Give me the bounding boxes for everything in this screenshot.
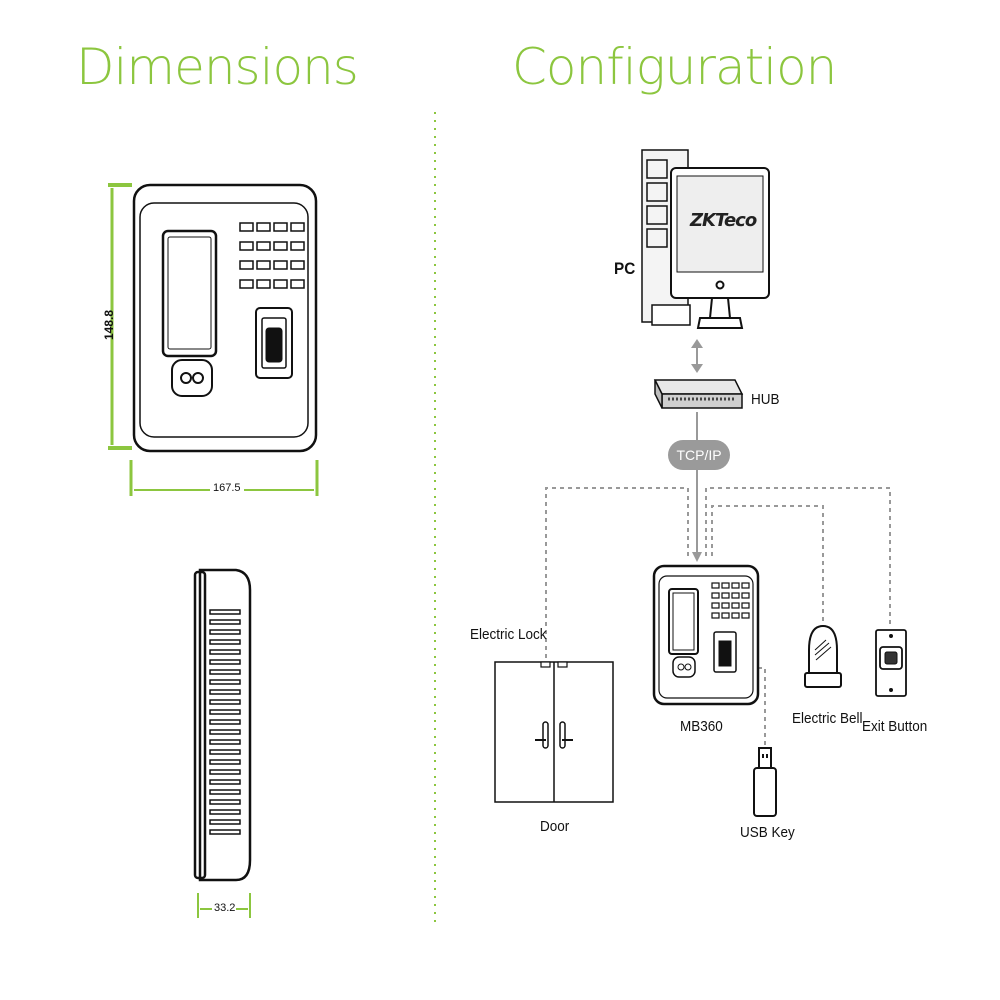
electric-bell-icon (804, 624, 842, 688)
hub-label: HUB (751, 391, 780, 408)
height-dimension-label: 148.8 (102, 309, 117, 341)
tcp-ip-badge (668, 440, 730, 470)
exit-button-label: Exit Button (862, 718, 928, 735)
electric-bell-label: Electric Bell (792, 710, 863, 727)
electric-lock-label: Electric Lock (470, 626, 547, 643)
configuration-title: Configuration (512, 38, 837, 96)
fingerprint-sensor (255, 307, 293, 379)
door-icon (494, 661, 614, 803)
device-front-view (132, 183, 318, 453)
mb360-label: MB360 (680, 718, 723, 735)
device-front-keypad (239, 222, 305, 289)
door-label: Door (540, 818, 570, 835)
height-dimension-line (108, 183, 132, 450)
dashed-connections (545, 487, 891, 750)
usb-key-icon (753, 747, 777, 817)
tcp-ip-label: TCP/IP (676, 447, 722, 463)
camera-icon (171, 359, 213, 397)
usb-key-label: USB Key (740, 824, 795, 841)
width-dimension-label: 167.5 (210, 482, 244, 494)
side-vents (209, 609, 241, 835)
mb360-device-icon (652, 564, 760, 706)
pc-label: PC (614, 259, 636, 278)
pc-hub-arrow (691, 339, 703, 373)
device-side-view (193, 568, 252, 882)
brand-logo: ZKTeco (690, 210, 757, 231)
exit-button-icon (875, 629, 907, 697)
network-link (692, 412, 702, 562)
depth-dimension-line (197, 893, 251, 918)
mb360-keypad (711, 582, 750, 619)
depth-dimension-label: 33.2 (214, 902, 236, 914)
hub-icon (653, 379, 744, 409)
pc-monitor-icon (670, 167, 770, 329)
dimensions-title: Dimensions (76, 38, 359, 96)
